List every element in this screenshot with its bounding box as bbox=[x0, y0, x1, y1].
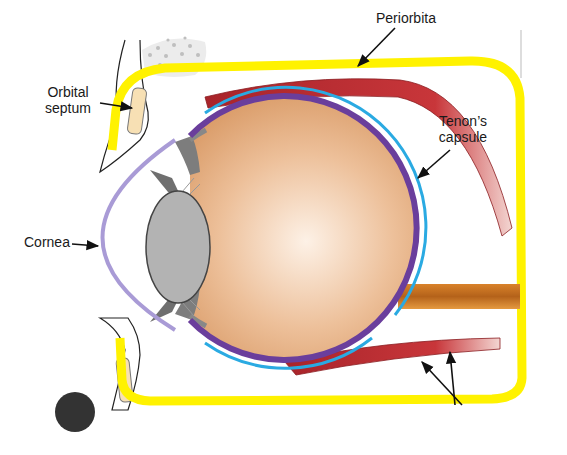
anatomy-label: Tenon’s capsule bbox=[428, 113, 498, 145]
lens bbox=[146, 178, 210, 316]
anatomy-label: Orbital septum bbox=[38, 84, 98, 116]
cornea bbox=[103, 140, 176, 330]
optic-nerve bbox=[398, 284, 520, 309]
blob bbox=[55, 392, 95, 432]
periorbita bbox=[112, 61, 522, 401]
orbital-septum bbox=[127, 87, 147, 135]
leader-line bbox=[72, 28, 462, 405]
tenons-capsule bbox=[205, 87, 426, 315]
anatomy-label: Periorbita bbox=[376, 10, 466, 26]
tenons-capsule bbox=[205, 338, 372, 368]
anatomy-label: Cornea bbox=[24, 234, 84, 250]
ciliary-body bbox=[175, 136, 200, 175]
sclera bbox=[190, 96, 417, 360]
frame-line bbox=[521, 30, 522, 78]
